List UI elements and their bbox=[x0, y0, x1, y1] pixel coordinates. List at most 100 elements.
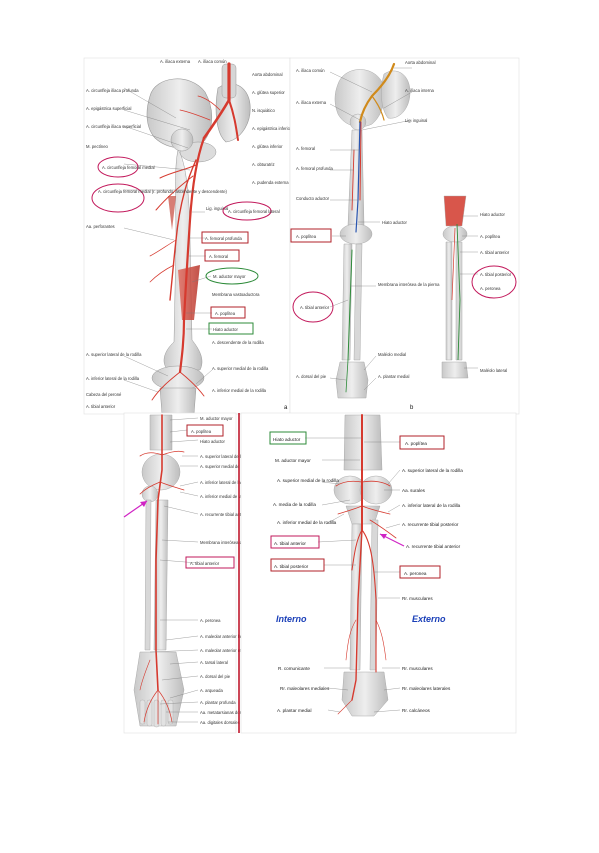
label-b-femoral: A. femoral bbox=[296, 146, 315, 151]
label-d-inf-lateral: A. inferior lateral de la rodilla bbox=[402, 503, 461, 508]
panel-b-letter: b bbox=[410, 405, 414, 411]
label-c-tarsal-lateral: A. tarsal lateral bbox=[200, 660, 228, 665]
label-a-aductor-mayor: M. aductor mayor bbox=[213, 274, 246, 279]
label-a-sup-medial-rodilla: A. superior medial de la rodilla bbox=[212, 366, 269, 371]
arrow-c bbox=[123, 500, 148, 518]
panel-d: Hiato aductor M. aductor mayor A. superi… bbox=[240, 412, 517, 734]
label-b2-poplitea: A. poplítea bbox=[480, 234, 501, 239]
arteries-d bbox=[335, 414, 397, 715]
box-a-hiato-aductor bbox=[208, 322, 254, 335]
label-b2-tibial-posterior: A. tibial posterior bbox=[480, 272, 512, 277]
label-a-femoral: A. femoral bbox=[209, 254, 228, 259]
label-c-peronea: A. peronea bbox=[200, 618, 221, 623]
panel-c: M. aductor mayor A. poplítea Hiato aduct… bbox=[123, 412, 262, 734]
circle-b-tibial-anterior bbox=[292, 291, 334, 323]
label-a-pudenda: A. pudenda externa bbox=[252, 180, 289, 185]
label-c-dorsal-pie: A. dorsal del pie bbox=[200, 674, 231, 679]
label-c-maleolar-lateral: A. maleolar anterior lateral bbox=[200, 634, 249, 639]
lower-leg-b-small bbox=[441, 195, 469, 379]
label-a-lig-inguinal: Lig. inguinal bbox=[206, 206, 228, 211]
label-b2-hiato-aductor: Hiato aductor bbox=[480, 212, 506, 217]
circle-a-circunfleja-medial bbox=[97, 156, 139, 178]
arteries-c bbox=[139, 414, 185, 725]
label-d-recurrente-posterior: A. recurrente tibial posterior bbox=[402, 522, 459, 527]
label-a-inf-medial-rodilla: A. inferior medial de la rodilla bbox=[212, 388, 267, 393]
label-d-musculares-1: Rr. musculares bbox=[402, 596, 433, 601]
arteries-a bbox=[149, 62, 239, 401]
label-d-peronea: A. peronea bbox=[404, 571, 427, 576]
box-a-poplitea bbox=[210, 306, 246, 319]
panel-a: A. ilíaca externa A. ilíaca común Aorta … bbox=[83, 57, 292, 415]
box-a-femoral bbox=[204, 249, 240, 262]
label-d-sup-lateral: A. superior lateral de la rodilla bbox=[402, 468, 463, 473]
label-d-maleolares-mediales: Rr. maleolares mediales bbox=[280, 686, 330, 691]
label-d-maleolares-laterales: Rr. maleolares laterales bbox=[402, 686, 451, 691]
label-a-epigastrica-superficial: A. epigástrica superficial bbox=[86, 106, 131, 111]
label-a-hiato-aductor: Hiato aductor bbox=[213, 327, 239, 332]
circle-a-circunfleja-lateral bbox=[222, 201, 272, 221]
label-c-digitales: Aa. digitales dorsales bbox=[200, 720, 240, 725]
label-b-iliaca-externa: A. ilíaca externa bbox=[296, 100, 327, 105]
label-a-tibial-anterior: A. tibial anterior bbox=[86, 404, 116, 409]
label-b2-tibial-anterior: A. tibial anterior bbox=[480, 250, 510, 255]
label-c-arqueada: A. arqueada bbox=[200, 688, 223, 693]
label-b-iliaca-comun: A. ilíaca común bbox=[296, 68, 325, 73]
label-c-poplitea: A. poplítea bbox=[191, 429, 212, 434]
panel-b: A. ilíaca común A. ilíaca externa Aorta … bbox=[289, 57, 520, 415]
label-b-conducto-aductor: Conducto aductor bbox=[296, 196, 330, 201]
label-c-inf-medial: A. inferior medial de la rodilla bbox=[200, 494, 255, 499]
label-a-sup-lateral-rodilla: A. superior lateral de la rodilla bbox=[86, 352, 142, 357]
label-c-maleolar-medial: A. maleolar anterior medial bbox=[200, 648, 250, 653]
label-a-circunfleja-superficial: A. circunfleja ilíaca superficial bbox=[86, 124, 141, 129]
label-a-circunfleja-profunda: A. circunfleja ilíaca profunda bbox=[86, 88, 139, 93]
box-c-tibial-anterior bbox=[185, 556, 235, 569]
circle-a-aductor-mayor bbox=[205, 267, 259, 285]
label-d-musculares-2: Rr. musculares bbox=[402, 666, 433, 671]
label-d-surales: Aa. surales bbox=[402, 488, 426, 493]
label-d-sup-medial: A. superior medial de la rodilla bbox=[277, 478, 339, 483]
label-a-circunfleja-medial: A. circunfleja femoral medial bbox=[102, 165, 155, 170]
circle-b-tibial-posterior bbox=[471, 265, 517, 299]
label-a-pectineo: M. pectíneo bbox=[86, 144, 109, 149]
box-d-poplitea bbox=[399, 435, 445, 450]
label-a-circunfleja-lateral: A. circunfleja femoral lateral bbox=[228, 209, 280, 214]
label-c-sup-medial: A. superior medial de la rodilla bbox=[200, 464, 257, 469]
label-a-cabeza-perone: Cabeza del peroné bbox=[86, 392, 122, 397]
label-d-tibial-posterior: A. tibial posterior bbox=[274, 564, 309, 569]
label-b-maleolo-medial: Maléolo medial bbox=[378, 352, 406, 357]
label-a-iliaca-externa: A. ilíaca externa bbox=[160, 59, 191, 64]
label-a-glutea-inferior: A. glútea inferior bbox=[252, 144, 283, 149]
labels-c: M. aductor mayor A. poplítea Hiato aduct… bbox=[185, 416, 262, 725]
label-d-calcaneos: Rr. calcáneos bbox=[402, 708, 431, 713]
label-b-tibial-anterior: A. tibial anterior bbox=[300, 305, 330, 310]
label-c-metatarsianas: Aa. metatarsianas dorsales bbox=[200, 710, 251, 715]
label-d-media-rodilla: A. media de la rodilla bbox=[273, 502, 316, 507]
label-d-aductor-mayor: M. aductor mayor bbox=[275, 458, 311, 463]
label-b-membrana-interosea: Membrana interósea de la pierna bbox=[378, 282, 440, 287]
pelvis-bone-b bbox=[334, 69, 411, 127]
label-a-glutea-superior: A. glútea superior bbox=[252, 90, 285, 95]
label-d-recurrente-anterior: A. recurrente tibial anterior bbox=[406, 544, 461, 549]
panel-a-letter: a bbox=[284, 405, 288, 411]
labels-d: Hiato aductor M. aductor mayor A. superi… bbox=[269, 431, 463, 713]
box-c-poplitea bbox=[186, 424, 224, 437]
label-b-plantar-medial: A. plantar medial bbox=[378, 374, 409, 379]
box-d-hiato-aductor bbox=[269, 431, 307, 445]
leader-lines-a bbox=[123, 87, 213, 393]
label-c-membrana: Membrana interósea de la pierna bbox=[200, 540, 262, 545]
label-d-plantar-medial: A. plantar medial bbox=[277, 708, 311, 713]
label-a-epigastrica-inferior: A. epigástrica inferior bbox=[252, 126, 292, 131]
label-a-iliaca-comun: A. ilíaca común bbox=[198, 59, 227, 64]
label-b-aorta: Aorta abdominal bbox=[405, 60, 436, 65]
label-a-descendente-rodilla: A. descendente de la rodilla bbox=[212, 340, 264, 345]
box-d-peronea bbox=[399, 565, 441, 579]
label-a-isquiatico: N. isquiático bbox=[252, 108, 275, 113]
label-c-hiato-aductor: Hiato aductor bbox=[200, 439, 226, 444]
label-a-inf-lateral-rodilla: A. inferior lateral de la rodilla bbox=[86, 376, 140, 381]
label-d-poplitea: A. poplítea bbox=[405, 441, 427, 446]
label-b-iliaca-interna: A. ilíaca interna bbox=[405, 88, 435, 93]
label-a-obturatriz: A. obturatriz bbox=[252, 162, 275, 167]
labels-a: A. ilíaca externa A. ilíaca común Aorta … bbox=[86, 59, 292, 411]
